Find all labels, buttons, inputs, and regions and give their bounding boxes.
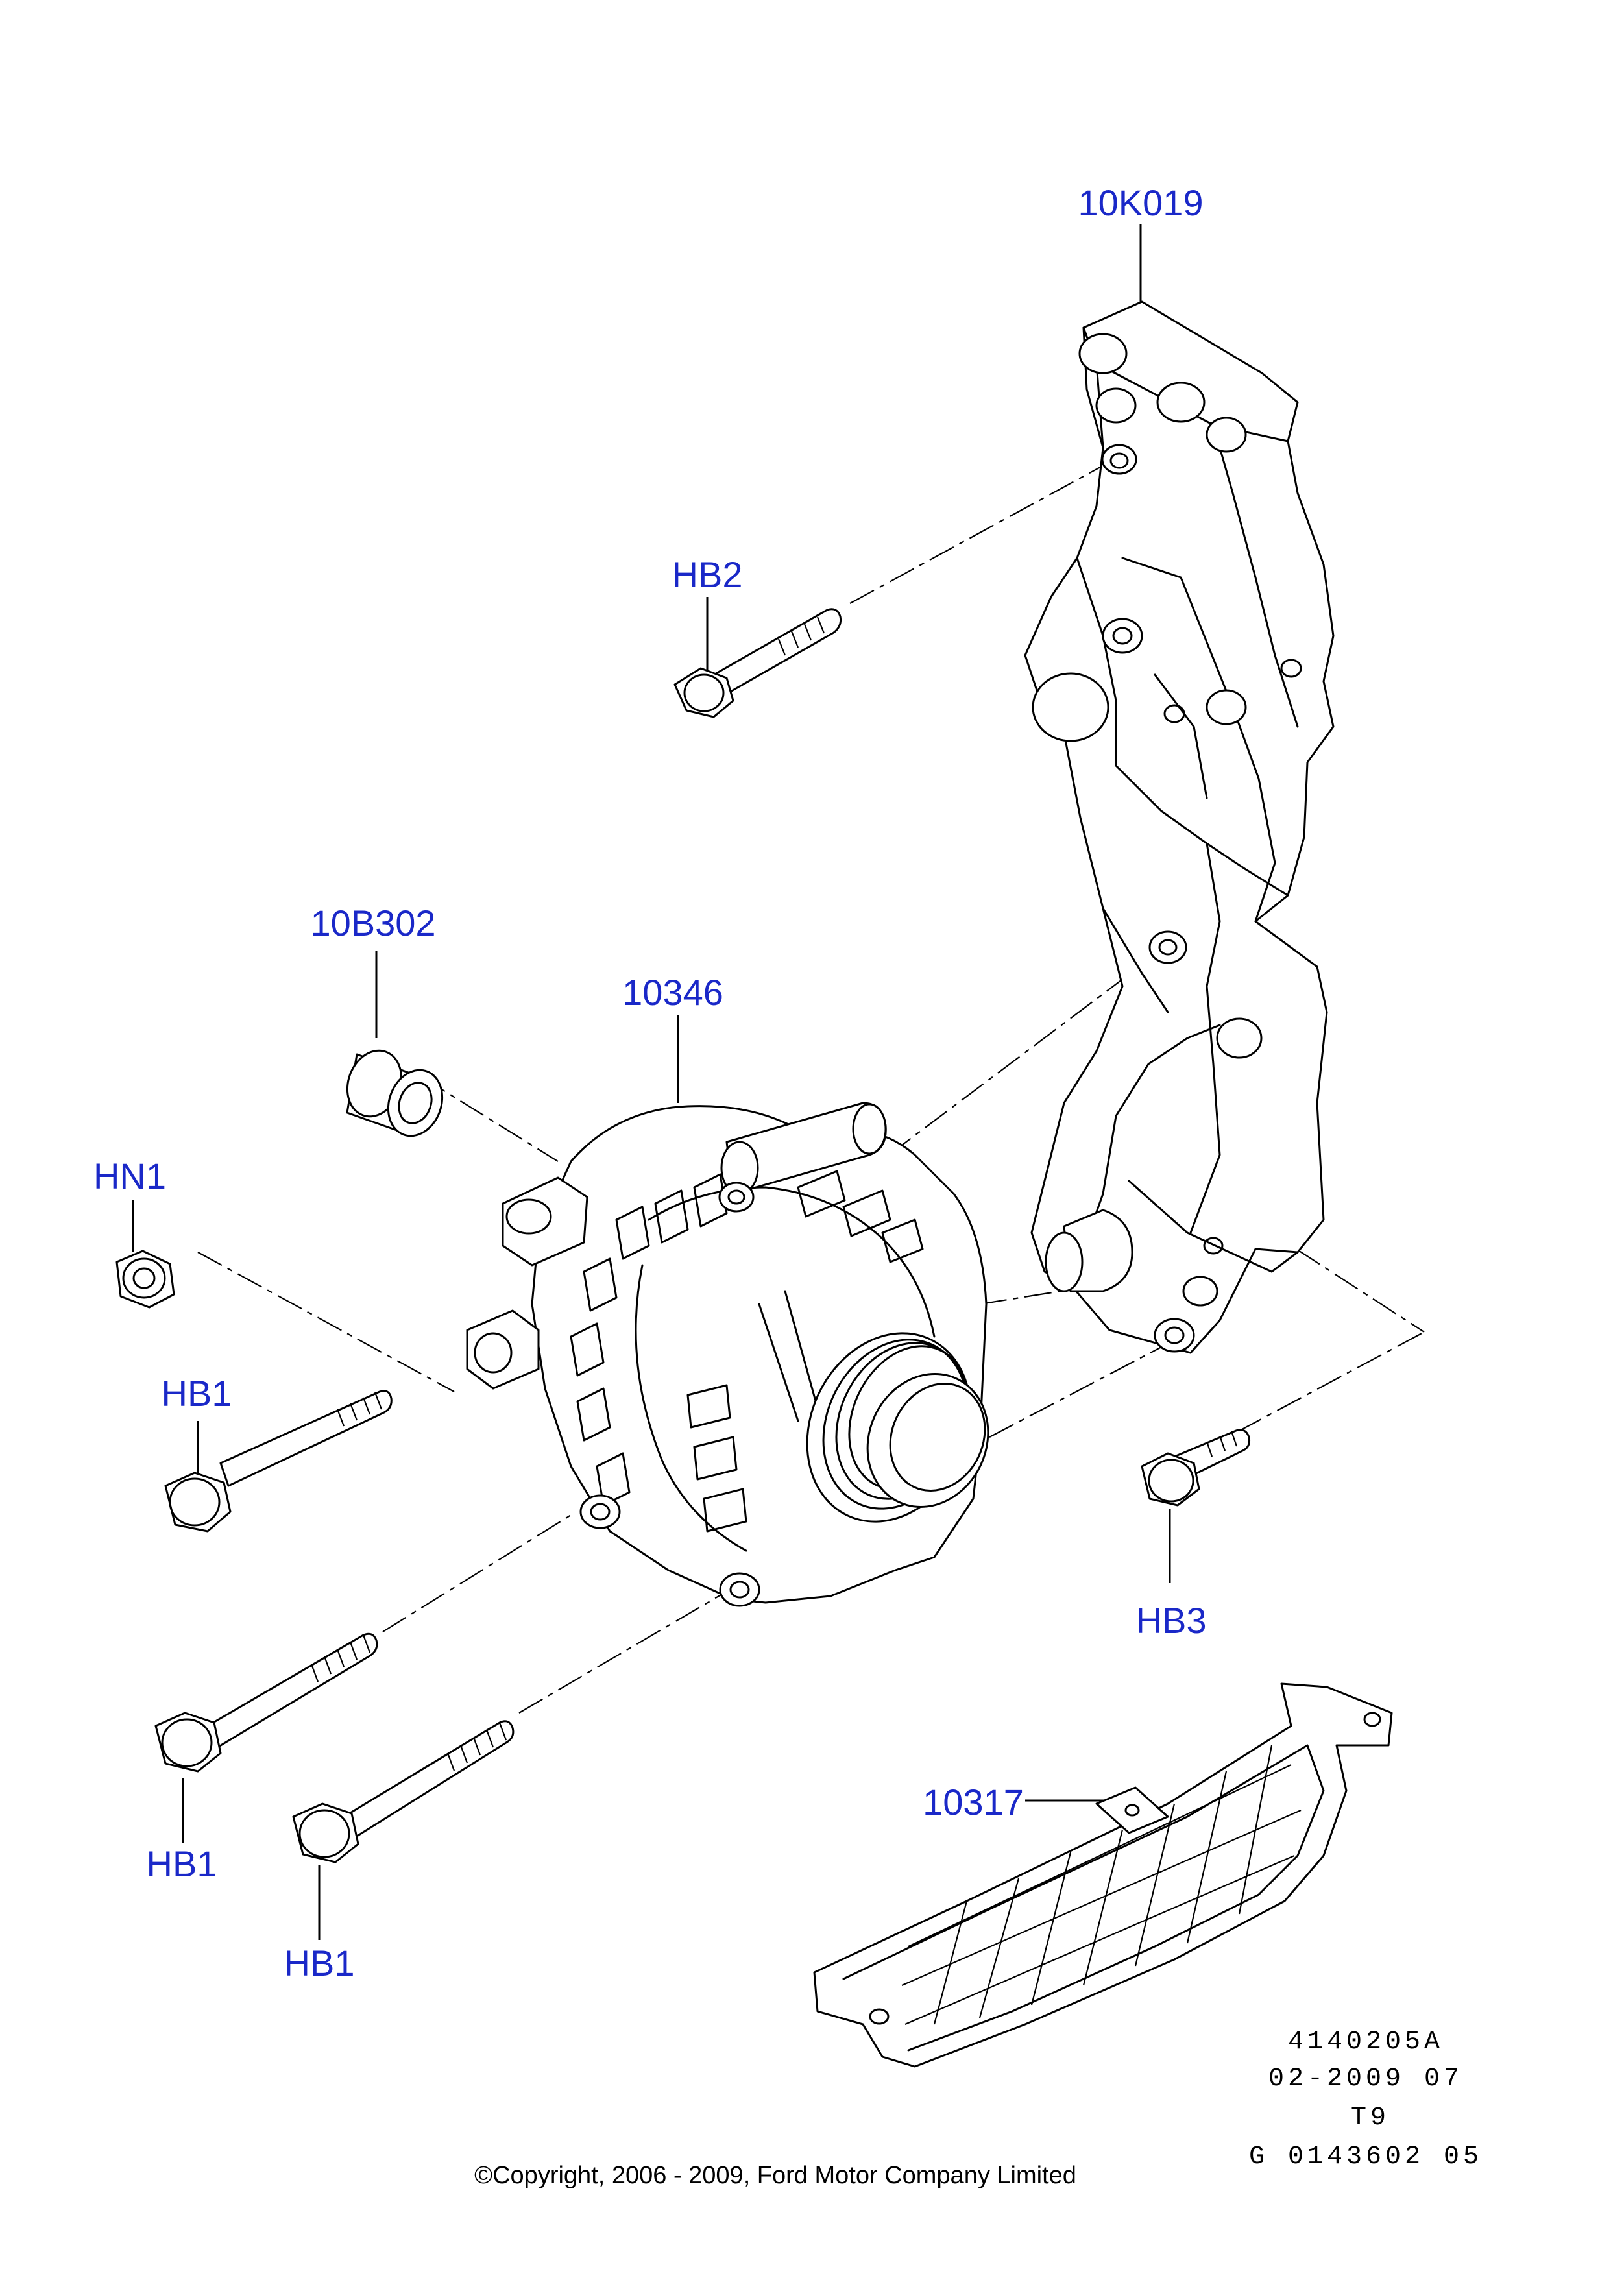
bolt-hb2[interactable] xyxy=(673,608,842,718)
alternator[interactable] xyxy=(466,1102,1010,1607)
label-alternator[interactable]: 10346 xyxy=(622,972,723,1013)
label-bolt-hb1-lower-right[interactable]: HB1 xyxy=(284,1943,355,1983)
drawing-code: G 0143602 05 xyxy=(1248,2142,1483,2172)
alternator-bracket[interactable] xyxy=(1024,300,1335,1354)
label-bolt-hb1-lower-left[interactable]: HB1 xyxy=(146,1843,217,1884)
label-bolt-hb2[interactable]: HB2 xyxy=(672,554,743,595)
label-bolt-hb3[interactable]: HB3 xyxy=(1135,1600,1207,1641)
bolt-hb1-lower-right[interactable] xyxy=(292,1720,515,1863)
nut-hn1[interactable] xyxy=(115,1250,175,1309)
bolt-hb1-upper[interactable] xyxy=(164,1390,393,1533)
drawing-number: 4140205A xyxy=(1287,2028,1444,2057)
label-heat-shield[interactable]: 10317 xyxy=(923,1782,1024,1823)
spacer-sleeve[interactable] xyxy=(339,1043,452,1143)
drawing-revision: T9 xyxy=(1350,2103,1390,2133)
label-bolt-hb1-upper[interactable]: HB1 xyxy=(161,1373,232,1414)
label-nut-hn1[interactable]: HN1 xyxy=(93,1156,167,1196)
heat-shield[interactable] xyxy=(813,1682,1393,2068)
label-spacer[interactable]: 10B302 xyxy=(310,903,436,943)
copyright-notice: ©Copyright, 2006 - 2009, Ford Motor Comp… xyxy=(474,2162,1076,2189)
bolt-hb3[interactable] xyxy=(1141,1429,1250,1507)
bolt-hb1-lower-left[interactable] xyxy=(154,1632,378,1773)
drawing-date: 02-2009 07 xyxy=(1268,2065,1464,2094)
label-bracket[interactable]: 10K019 xyxy=(1078,182,1204,223)
